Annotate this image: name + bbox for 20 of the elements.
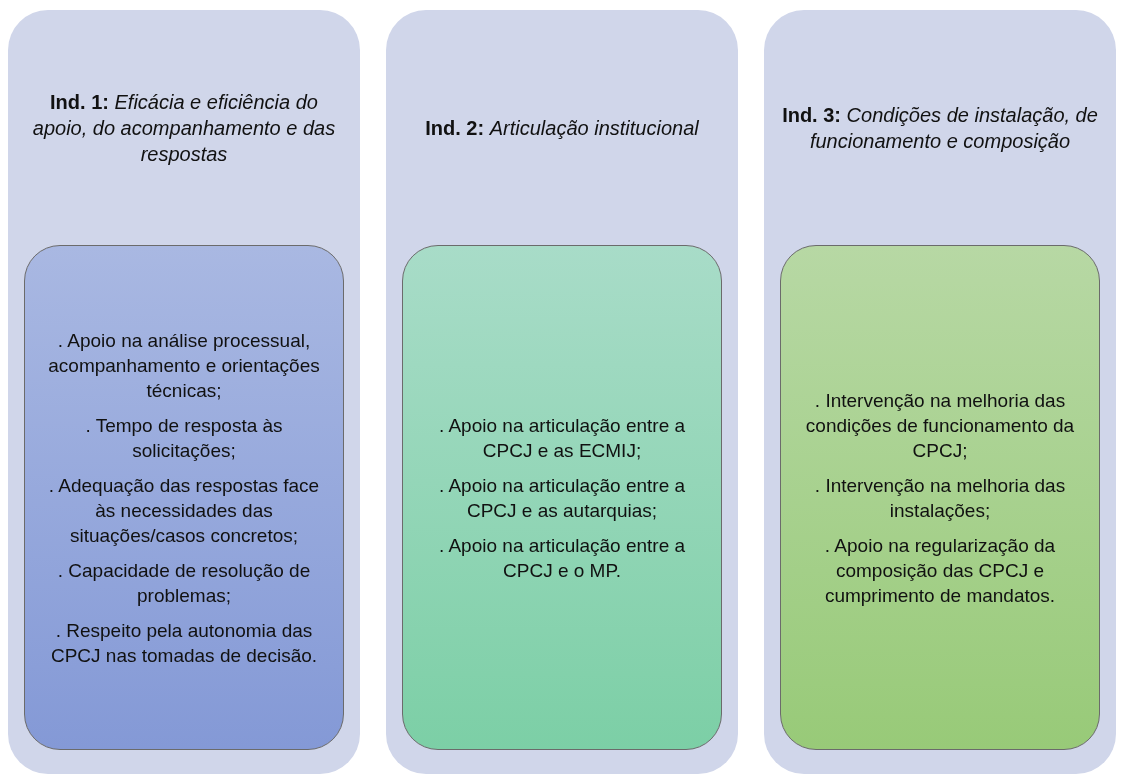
criterion-text: . Apoio na regularização da composição das CPCJ e cumprimento de mandatos. [823, 533, 1057, 608]
criterion-text: . Apoio na articulação entre a CPCJ e as autarquias; [437, 473, 687, 523]
criteria-box [24, 245, 344, 750]
indicator-panel [764, 10, 1116, 774]
indicator-heading: Ind. 2: Articulação institucional [425, 115, 699, 141]
criterion-text: . Apoio na articulação entre a CPCJ e as ECMIJ; [437, 413, 687, 463]
indicator-panel [386, 10, 738, 774]
criterion-text: . Adequação das respostas face às necessidades das situações/casos concretos; [47, 473, 321, 548]
criterion-text: . Capacidade de resolução de problemas; [56, 558, 312, 608]
indicator-heading: Ind. 1: Eficácia e eficiência do apoio, do acompanhamento e das respostas [31, 89, 337, 167]
criterion-text: . Apoio na articulação entre a CPCJ e o MP. [437, 533, 687, 583]
criteria-box [402, 245, 722, 750]
criterion-text: . Tempo de resposta às solicitações; [84, 413, 284, 463]
criterion-text: . Intervenção na melhoria das instalações; [813, 473, 1067, 523]
criterion-text: . Respeito pela autonomia das CPCJ nas tomadas de decisão. [49, 618, 319, 668]
criteria-box [780, 245, 1100, 750]
criterion-text: . Apoio na análise processual, acompanhamento e orientações técnicas; [47, 328, 321, 403]
indicator-heading: Ind. 3: Condições de instalação, de funcionamento e composição [781, 102, 1099, 154]
criterion-text: . Intervenção na melhoria das condições de funcionamento da CPCJ; [804, 388, 1076, 463]
indicator-panel [8, 10, 360, 774]
